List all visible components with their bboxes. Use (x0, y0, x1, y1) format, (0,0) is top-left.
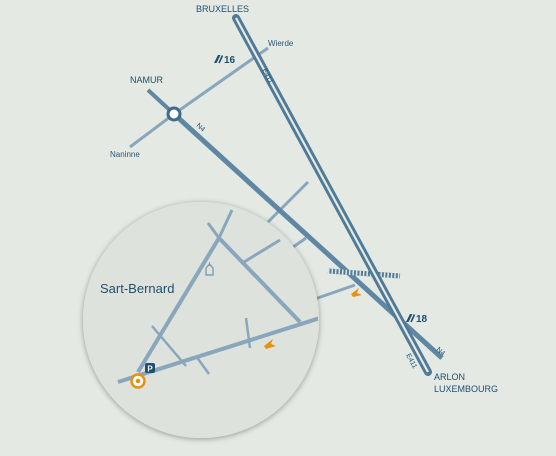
exit-16-marker: 16 (214, 55, 236, 66)
motorway-exit-icon (406, 314, 416, 323)
e411-label-north: E411 (260, 68, 274, 85)
road-wierde (173, 46, 269, 116)
n4-label-north: N4 (195, 122, 206, 133)
direction-arrow-icon (264, 339, 276, 349)
parking-label: P (147, 365, 153, 374)
destination-marker-icon (130, 373, 146, 389)
city-label-namur: NAMUR (130, 75, 163, 85)
city-label-bruxelles: BRUXELLES (196, 4, 249, 14)
road-e411 (232, 14, 432, 376)
road-naninne (129, 112, 175, 149)
city-label-arlon: ARLON (434, 372, 465, 382)
motorway-exit-icon (214, 55, 224, 64)
direction-arrow-icon (351, 288, 362, 297)
church-icon (205, 262, 214, 276)
railway (327, 268, 401, 279)
city-label-luxembourg: LUXEMBOURG (434, 384, 498, 394)
village-label-sart-bernard: Sart-Bernard (100, 281, 174, 296)
road-to-village (311, 283, 356, 302)
parking-icon: P (145, 363, 155, 374)
exit-16-label: 16 (224, 55, 236, 66)
exit-18-marker: 18 (406, 314, 428, 325)
inset-zoom-circle: Sart-Bernard P (83, 202, 319, 438)
namur-roundabout (166, 106, 182, 122)
exit-18-label: 18 (416, 314, 428, 325)
village-label-naninne: Naninne (110, 150, 140, 159)
road-link-north (266, 180, 310, 224)
village-label-wierde: Wierde (268, 39, 294, 48)
n4-label-south: N4 (435, 346, 446, 357)
